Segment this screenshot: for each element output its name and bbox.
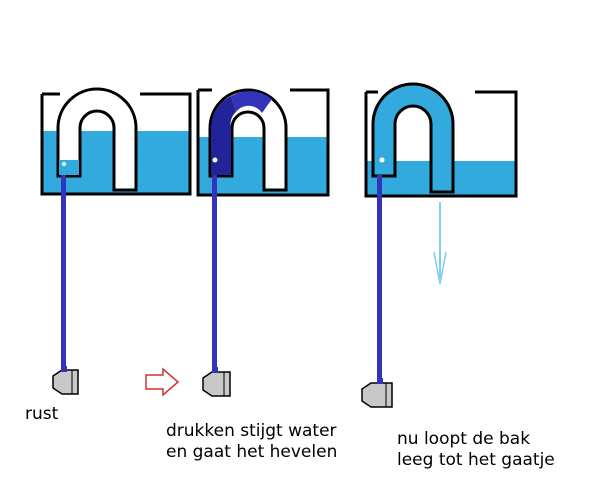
tube-water xyxy=(59,160,79,175)
right-arrow-icon xyxy=(145,367,180,397)
caption-line: leeg tot het gaatje xyxy=(397,450,555,470)
panel-pressing xyxy=(145,88,330,397)
caption-line: drukken stijgt water xyxy=(166,421,337,441)
tank-outline xyxy=(364,90,518,198)
pump-valve-icon xyxy=(202,367,231,397)
riser-tube xyxy=(212,175,217,368)
rising-water xyxy=(211,96,236,175)
rising-water-top xyxy=(231,91,272,113)
riser-tube xyxy=(61,175,66,368)
caption-line: nu loopt de bak xyxy=(397,429,531,449)
pump-valve-icon xyxy=(361,378,393,408)
caption-line: rust xyxy=(25,404,59,424)
caption-draining: nu loopt de bak leeg tot het gaatje xyxy=(397,429,555,471)
caption-line: en gaat het hevelen xyxy=(166,442,338,462)
air-hole xyxy=(212,157,218,163)
siphon-tube-full xyxy=(371,82,455,194)
air-hole xyxy=(62,162,66,166)
riser-tube xyxy=(377,175,382,380)
air-hole xyxy=(379,157,385,163)
caption-pressing: drukken stijgt water en gaat het hevelen xyxy=(166,421,337,463)
down-arrow-icon xyxy=(433,202,447,285)
panel-draining xyxy=(361,82,518,408)
panel-rest xyxy=(40,87,192,395)
pump-valve-icon xyxy=(52,366,79,395)
tank-outline xyxy=(196,88,330,197)
tank-outline xyxy=(40,92,192,196)
caption-rest: rust xyxy=(25,404,58,425)
